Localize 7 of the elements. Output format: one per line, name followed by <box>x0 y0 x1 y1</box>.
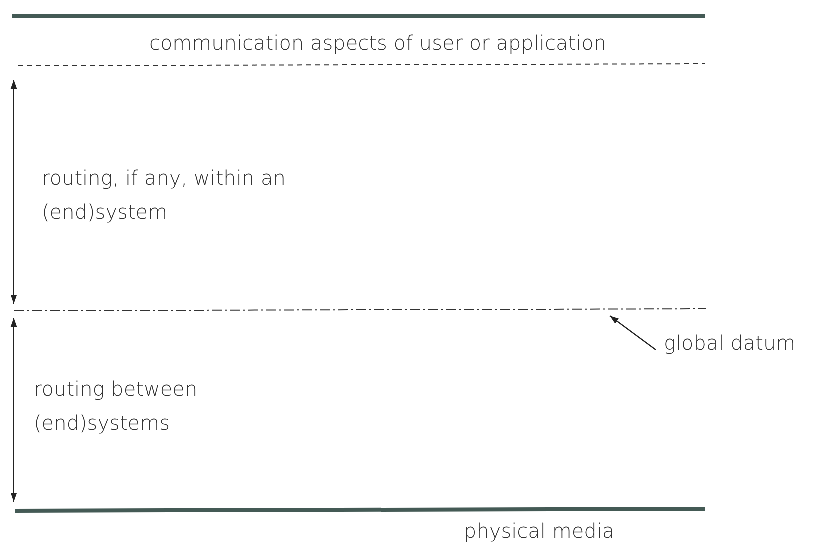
layer-label: communication aspects of user or application <box>148 30 608 57</box>
region-label: routing between (end)systems <box>34 376 199 437</box>
region-label: routing, if any, within an (end)system <box>42 165 287 226</box>
datum-line <box>14 306 706 314</box>
leader-label: global datum <box>664 326 824 360</box>
leader-line <box>610 316 656 350</box>
rule-label: physical media <box>464 518 616 545</box>
